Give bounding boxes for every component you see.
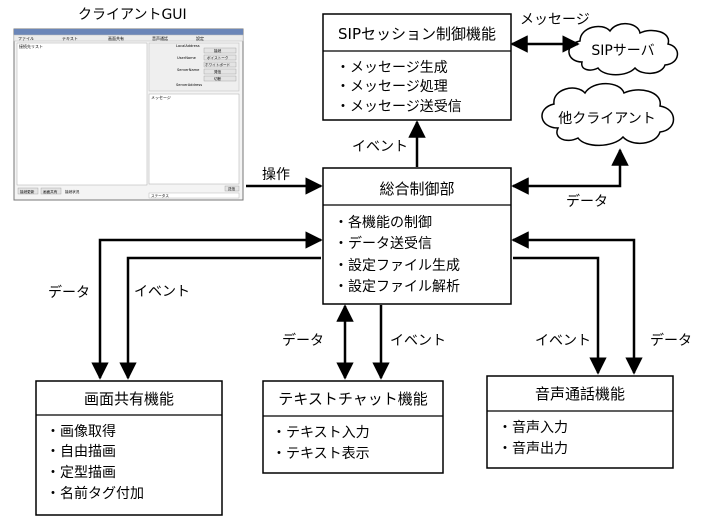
gui-menu-4[interactable]: 設定 — [196, 35, 204, 41]
gui-chat-label: メッセージ — [151, 95, 171, 100]
sip-item-2: ・メッセージ送受信 — [336, 99, 462, 115]
label-message: メッセージ — [520, 12, 590, 28]
gui-menu-2[interactable]: 画面共有 — [108, 35, 124, 41]
gui-row-button-1: 接続 — [214, 48, 222, 53]
client-gui-window: ファイル テキスト 画面共有 音声通話 設定 接続先リスト LocalAddre… — [13, 28, 244, 201]
text-item-0: ・テキスト入力 — [272, 425, 370, 441]
label-data-screen: データ — [48, 284, 90, 301]
sip-session-box: SIPセッション制御機能 ・メッセージ生成 ・メッセージ処理 ・メッセージ送受信 — [322, 13, 512, 121]
gui-button-disconnect[interactable] — [203, 75, 237, 82]
gui-caption: クライアントGUI — [78, 7, 187, 23]
screen-item-0: ・画像取得 — [46, 423, 116, 440]
gui-bottom-button-0: 接続更新 — [20, 189, 35, 194]
main-controller-box: 総合制御部 ・各機能の制御 ・データ送受信 ・設定ファイル生成 ・設定ファイル解… — [322, 167, 512, 305]
label-data-other: データ — [566, 193, 608, 210]
sip-item-0: ・メッセージ生成 — [336, 60, 448, 76]
data-screen-connector — [91, 231, 323, 380]
main-item-2: ・設定ファイル生成 — [334, 258, 460, 274]
gui-bottom-button-1: 画面共有 — [43, 189, 58, 194]
gui-button-screen-share[interactable] — [40, 187, 62, 195]
sip-item-1: ・メッセージ処理 — [336, 79, 448, 95]
gui-input-field[interactable] — [148, 192, 240, 199]
gui-input-hint: ステータス — [151, 193, 169, 198]
gui-row-button-2: ボイストーク — [207, 55, 229, 60]
screen-item-3: ・名前タグ付加 — [46, 485, 144, 502]
sip-box-title: SIPセッション制御機能 — [338, 25, 496, 43]
gui-button-whiteboard[interactable] — [203, 61, 237, 68]
screen-item-2: ・定型描画 — [46, 465, 116, 481]
gui-menu-0[interactable]: ファイル — [18, 36, 34, 41]
text-item-1: ・テキスト表示 — [272, 446, 370, 462]
gui-menu-3[interactable]: 音声通話 — [152, 35, 168, 41]
label-event-text: イベント — [390, 333, 446, 349]
sip-server-label: SIPサーバ — [591, 43, 654, 59]
gui-row-label-6: ServerAddress — [176, 83, 202, 87]
label-operation: 操作 — [262, 167, 290, 183]
gui-button-call[interactable] — [203, 68, 237, 75]
voice-call-box: 音声通話機能 ・音声入力 ・音声出力 — [486, 375, 674, 469]
main-item-1: ・データ送受信 — [334, 235, 432, 252]
gui-status-text: 接続状況 — [65, 189, 80, 194]
label-event-voice: イベント — [535, 333, 591, 349]
gui-button-connect[interactable] — [203, 47, 237, 54]
main-item-0: ・各機能の制御 — [334, 215, 432, 231]
event-voice-connector — [513, 256, 607, 375]
gui-row-button-3: ホワイトボード — [205, 62, 231, 67]
gui-button-voice[interactable] — [203, 54, 237, 61]
main-item-3: ・設定ファイル解析 — [334, 279, 460, 295]
sip-server-cloud: SIPサーバ — [568, 23, 679, 76]
label-event-sip: イベント — [352, 139, 408, 155]
text-box-title: テキストチャット機能 — [278, 390, 427, 408]
text-chat-box: テキストチャット機能 ・テキスト入力 ・テキスト表示 — [262, 380, 444, 474]
gui-send-label: 送信 — [228, 186, 236, 191]
gui-send-button[interactable] — [224, 185, 240, 192]
voice-box-title: 音声通話機能 — [535, 385, 625, 403]
voice-item-0: ・音声入力 — [498, 419, 568, 436]
screen-share-box: 画面共有機能 ・画像取得 ・自由描画 ・定型描画 ・名前タグ付加 — [35, 380, 223, 516]
screen-box-title: 画面共有機能 — [84, 390, 174, 408]
gui-row-label-0: LocalAddress — [176, 44, 200, 48]
gui-row-button-5: 切断 — [214, 76, 222, 81]
gui-row-label-2: UserName — [177, 56, 197, 60]
event-screen-connector — [119, 256, 321, 380]
other-client-label: 他クライアント — [558, 111, 655, 127]
label-data-voice: データ — [650, 332, 692, 349]
screen-item-1: ・自由描画 — [46, 444, 116, 460]
gui-list-title: 接続先リスト — [19, 43, 43, 49]
label-event-screen: イベント — [134, 284, 190, 300]
data-voice-connector — [511, 231, 643, 375]
main-box-title: 総合制御部 — [379, 180, 454, 198]
data-other-client-connector — [511, 148, 629, 195]
gui-row-label-4: ServerName — [177, 68, 200, 72]
voice-item-1: ・音声出力 — [498, 440, 568, 457]
gui-chat-area[interactable] — [148, 93, 240, 185]
gui-button-refresh[interactable] — [17, 187, 39, 195]
other-client-cloud: 他クライアント — [541, 82, 675, 147]
gui-menu-1[interactable]: テキスト — [62, 35, 78, 41]
gui-row-button-4: 発信 — [214, 69, 222, 74]
label-data-text: データ — [282, 332, 324, 349]
